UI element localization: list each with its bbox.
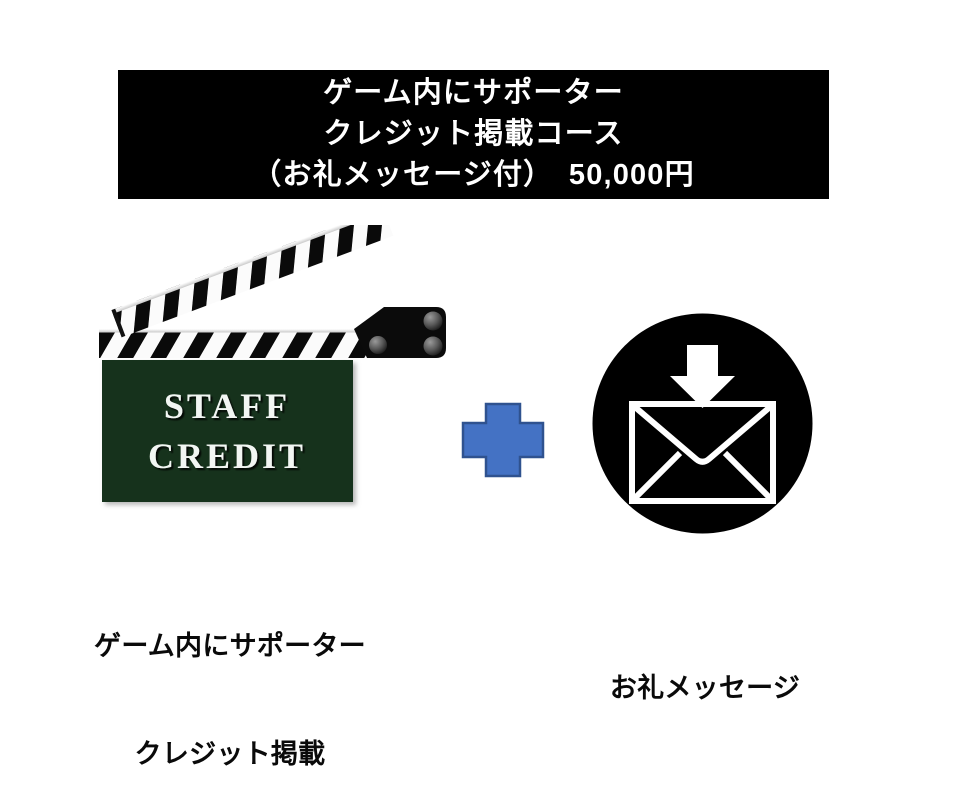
hinge-rivet [369, 336, 387, 354]
clapper-top-stick [111, 225, 394, 338]
download-arrow-icon [670, 345, 735, 408]
mail-download-icon [592, 313, 813, 534]
envelope-flap [633, 404, 772, 465]
caption-left-line-1: ゲーム内にサポーター [94, 631, 366, 661]
plus-shape [461, 402, 545, 478]
clapper-slate-text: STAFF CREDIT [148, 386, 306, 476]
hinge-rivet [423, 336, 443, 356]
caption-right: お礼メッセージ [560, 598, 850, 742]
banner-line-3-with-price: （お礼メッセージ付） 50,000円 [252, 159, 695, 191]
envelope-body [629, 401, 776, 504]
hinge-rivet [423, 311, 443, 331]
envelope-crease-right [722, 450, 773, 501]
course-title-banner: ゲーム内にサポーター クレジット掲載コース （お礼メッセージ付） 50,000円 [118, 70, 829, 199]
slate-text-staff: STAFF [164, 386, 290, 426]
clapperboard-icon: STAFF CREDIT [95, 225, 465, 510]
caption-right-line-1: お礼メッセージ [609, 673, 801, 703]
slate-text-credit: CREDIT [148, 436, 306, 476]
mail-badge-circle [592, 313, 813, 534]
caption-left-line-2: クレジット掲載 [134, 739, 326, 769]
banner-line-2: クレジット掲載コース [323, 118, 624, 150]
banner-line-1: ゲーム内にサポーター [323, 77, 624, 109]
clapper-slate [102, 360, 353, 502]
clapper-hinge [354, 307, 446, 358]
plus-icon [459, 400, 547, 480]
caption-left: ゲーム内にサポーター クレジット掲載 [30, 556, 430, 808]
envelope-crease-left [632, 450, 683, 501]
clapper-bottom-stick [99, 329, 384, 358]
